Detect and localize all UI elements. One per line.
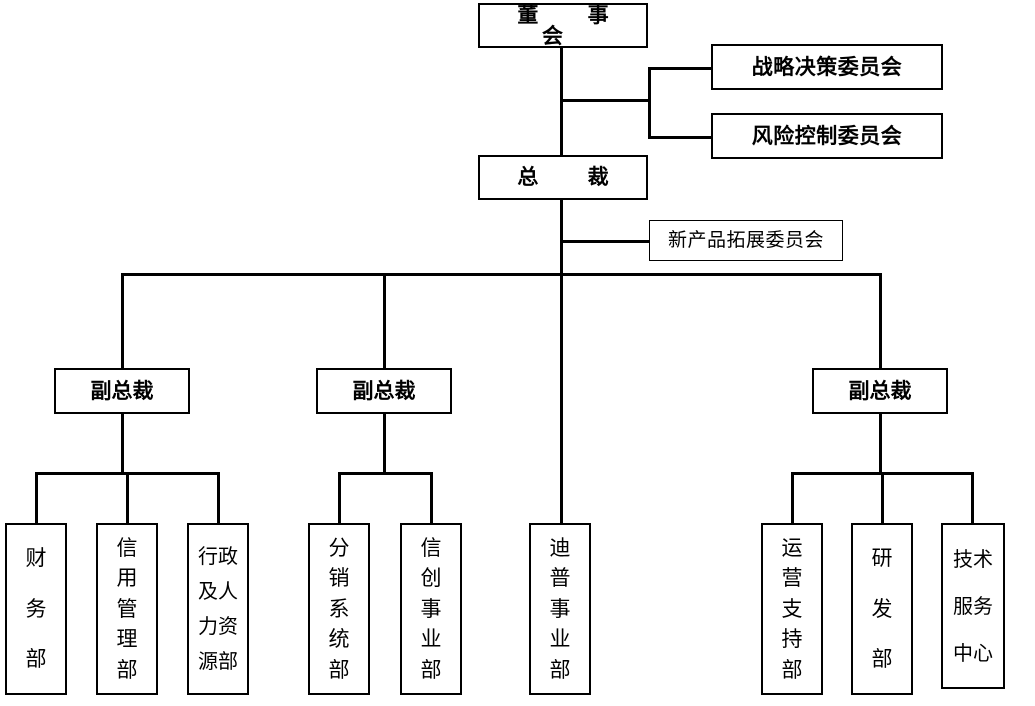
node-vp-left[interactable]: 副总裁 — [54, 368, 190, 414]
node-new-product-committee-label: 新产品拓展委员会 — [667, 229, 824, 251]
connector-strategy-committee-stub — [648, 67, 712, 70]
node-rd-dept-label: 研 发 部 — [871, 546, 893, 672]
node-finance-dept-label: 财 务 部 — [25, 546, 47, 672]
node-xinchuang-business-unit[interactable]: 信 创 事 业 部 — [400, 523, 462, 695]
connector-vp-left-stem — [121, 414, 124, 473]
node-finance-dept[interactable]: 财 务 部 — [5, 523, 67, 695]
node-tech-service-center-label: 技术 服务 中心 — [953, 546, 993, 665]
connector-committee-vertical-bus — [648, 68, 651, 138]
node-new-product-committee[interactable]: 新产品拓展委员会 — [649, 220, 843, 261]
connector-vp-left-drop — [121, 273, 124, 368]
node-distribution-system-dept-label: 分 销 系 统 部 — [328, 535, 350, 682]
connector-ops-support-drop — [791, 472, 794, 525]
connector-vp-right-drop — [879, 273, 882, 368]
connector-tech-service-drop — [971, 472, 974, 525]
connector-board-to-committee-bus — [560, 99, 650, 102]
node-board-of-directors[interactable]: 董 事 会 — [478, 3, 648, 48]
node-admin-hr-dept-label: 行政 及人 力资 源部 — [198, 544, 238, 673]
connector-credit-drop — [126, 472, 129, 525]
connector-finance-drop — [35, 472, 38, 525]
node-xinchuang-business-unit-label: 信 创 事 业 部 — [420, 535, 442, 682]
node-dipu-business-unit-label: 迪 普 事 业 部 — [549, 535, 571, 682]
connector-vp-right-stem — [879, 414, 882, 473]
node-vp-right-label: 副总裁 — [848, 378, 912, 403]
connector-new-product-committee-stub — [560, 240, 650, 243]
node-strategy-committee-label: 战略决策委员会 — [751, 54, 903, 79]
connector-board-stem — [560, 47, 563, 159]
node-president-label: 总 裁 — [517, 165, 630, 189]
node-vp-center[interactable]: 副总裁 — [316, 368, 452, 414]
node-risk-committee-label: 风险控制委员会 — [751, 123, 903, 148]
connector-rd-drop — [881, 472, 884, 525]
connector-risk-committee-stub — [648, 136, 712, 139]
connector-vp-center-bus — [338, 472, 432, 475]
node-admin-hr-dept[interactable]: 行政 及人 力资 源部 — [187, 523, 249, 695]
node-president[interactable]: 总 裁 — [478, 155, 648, 200]
connector-main-bus — [121, 273, 881, 276]
node-credit-management-dept[interactable]: 信 用 管 理 部 — [96, 523, 158, 695]
node-board-of-directors-label: 董 事 会 — [517, 2, 630, 48]
node-operations-support-dept-label: 运 营 支 持 部 — [781, 535, 803, 682]
node-vp-right[interactable]: 副总裁 — [812, 368, 948, 414]
node-credit-management-dept-label: 信 用 管 理 部 — [116, 535, 138, 682]
node-distribution-system-dept[interactable]: 分 销 系 统 部 — [308, 523, 370, 695]
node-risk-committee[interactable]: 风险控制委员会 — [711, 113, 943, 159]
node-rd-dept[interactable]: 研 发 部 — [851, 523, 913, 695]
node-tech-service-center[interactable]: 技术 服务 中心 — [941, 523, 1005, 689]
connector-president-stem — [560, 200, 563, 525]
node-operations-support-dept[interactable]: 运 营 支 持 部 — [761, 523, 823, 695]
node-strategy-committee[interactable]: 战略决策委员会 — [711, 44, 943, 90]
connector-admin-hr-drop — [217, 472, 220, 525]
node-dipu-business-unit[interactable]: 迪 普 事 业 部 — [529, 523, 591, 695]
connector-distribution-drop — [338, 472, 341, 525]
connector-xinchuang-drop — [430, 472, 433, 525]
node-vp-left-label: 副总裁 — [90, 378, 154, 403]
node-vp-center-label: 副总裁 — [352, 378, 416, 403]
connector-vp-center-stem — [383, 414, 386, 473]
connector-vp-center-drop — [383, 273, 386, 368]
